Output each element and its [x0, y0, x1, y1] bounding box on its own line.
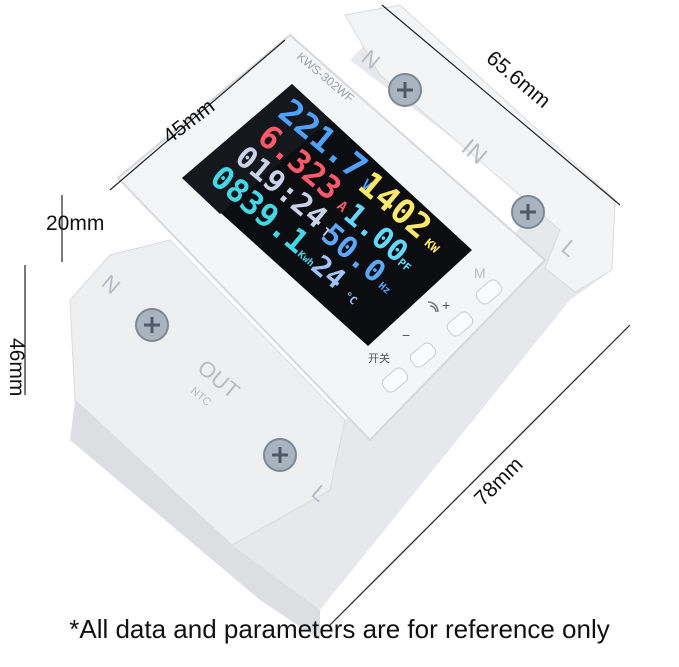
dim-46mm: 46mm: [5, 338, 28, 397]
lcd-shade: [182, 84, 330, 214]
svg-text:开关: 开关: [368, 351, 390, 365]
button-minus[interactable]: −: [402, 327, 438, 369]
screw-bottom-left: [135, 308, 169, 342]
svg-text:+: +: [442, 297, 450, 313]
button-power[interactable]: 开关: [368, 351, 410, 394]
screw-top-left: [388, 73, 422, 107]
screw-bottom-right: [263, 438, 297, 472]
dim-20mm: 20mm: [46, 212, 105, 235]
svg-text:−: −: [402, 327, 410, 343]
dimension-lines: [24, 4, 631, 626]
button-m[interactable]: M: [474, 265, 504, 306]
screw-top-right: [511, 195, 545, 229]
wifi-icon: [427, 301, 439, 313]
button-plus[interactable]: +: [442, 297, 475, 338]
svg-text:M: M: [474, 265, 486, 281]
body-bottom: [70, 400, 320, 640]
reference-footnote: *All data and parameters are for referen…: [69, 614, 610, 644]
